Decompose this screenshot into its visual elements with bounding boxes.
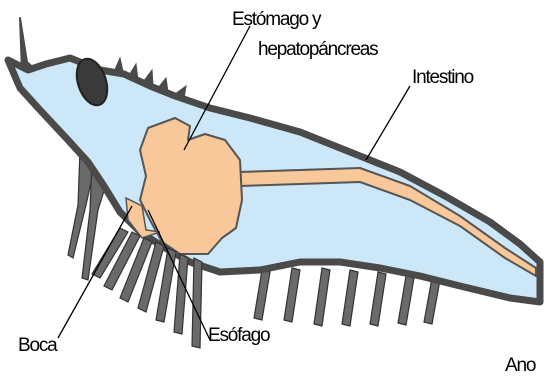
label-stomach-line2: hepatopáncreas	[258, 40, 377, 59]
pointer-intestine	[366, 86, 410, 160]
label-mouth: Boca	[18, 336, 57, 355]
label-intestine: Intestino	[412, 68, 473, 87]
label-esophagus: Esófago	[208, 326, 269, 345]
label-stomach-line1: Estómago y	[232, 10, 320, 29]
label-anus: Ano	[505, 356, 535, 375]
